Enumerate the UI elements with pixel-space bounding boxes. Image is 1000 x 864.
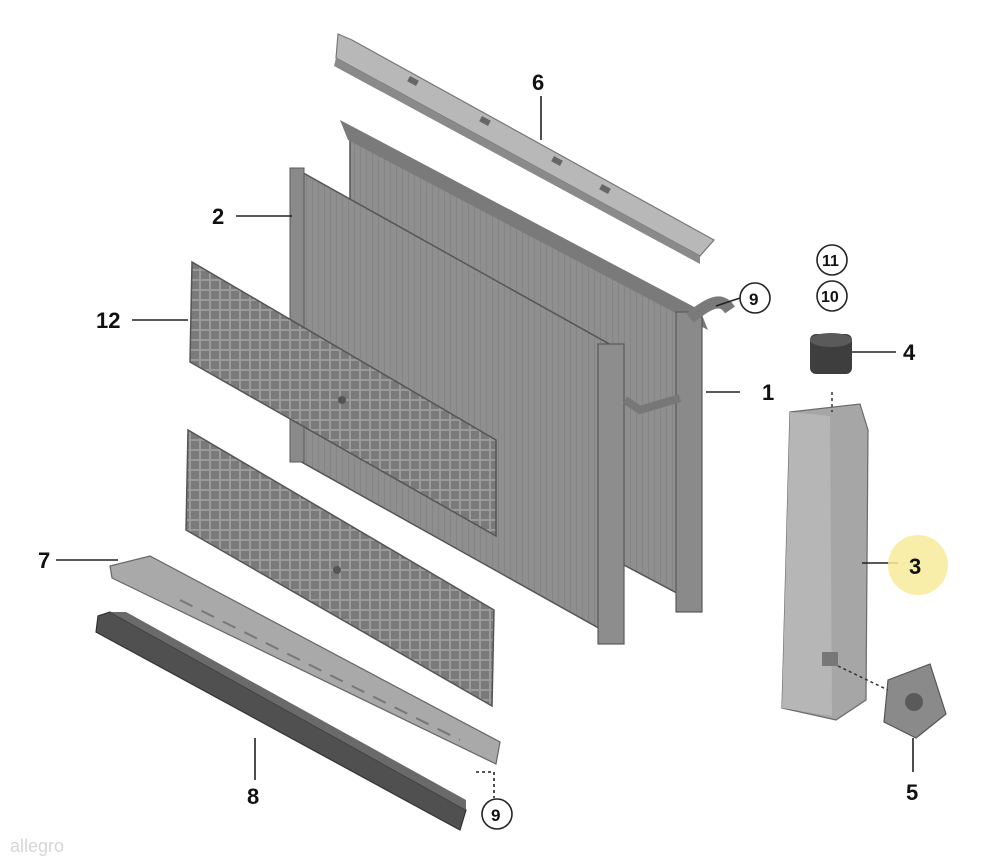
callout-3: 3 bbox=[909, 554, 921, 579]
callout-10: 10 bbox=[821, 289, 839, 306]
callout-11: 11 bbox=[822, 253, 839, 270]
callout-9-bottom: 9 bbox=[491, 806, 500, 825]
callout-circles bbox=[481, 244, 848, 830]
part-2-condenser bbox=[289, 167, 682, 645]
part-4-rubber-mount bbox=[810, 333, 852, 374]
callout-5: 5 bbox=[906, 780, 918, 805]
callout-12: 12 bbox=[96, 308, 120, 333]
callout-labels: 1 2 3 4 5 6 7 8 9 9 10 11 12 bbox=[38, 70, 921, 825]
callout-9-top: 9 bbox=[749, 290, 758, 309]
callout-6: 6 bbox=[532, 70, 544, 95]
highlight-marker bbox=[888, 535, 948, 595]
lower-grille bbox=[185, 428, 495, 708]
callout-1: 1 bbox=[762, 380, 774, 405]
callout-4: 4 bbox=[903, 340, 916, 365]
callout-7: 7 bbox=[38, 548, 50, 573]
part-8-seal-strip bbox=[95, 611, 467, 831]
callout-8: 8 bbox=[247, 784, 259, 809]
part-6-upper-cover bbox=[334, 33, 715, 264]
part-7-lower-bracket bbox=[109, 555, 501, 765]
part-5-clip bbox=[837, 663, 947, 739]
part-3-air-duct bbox=[781, 392, 869, 721]
callout-2: 2 bbox=[212, 204, 224, 229]
part-12-upper-grille bbox=[189, 260, 497, 538]
watermark: allegro bbox=[10, 836, 64, 856]
